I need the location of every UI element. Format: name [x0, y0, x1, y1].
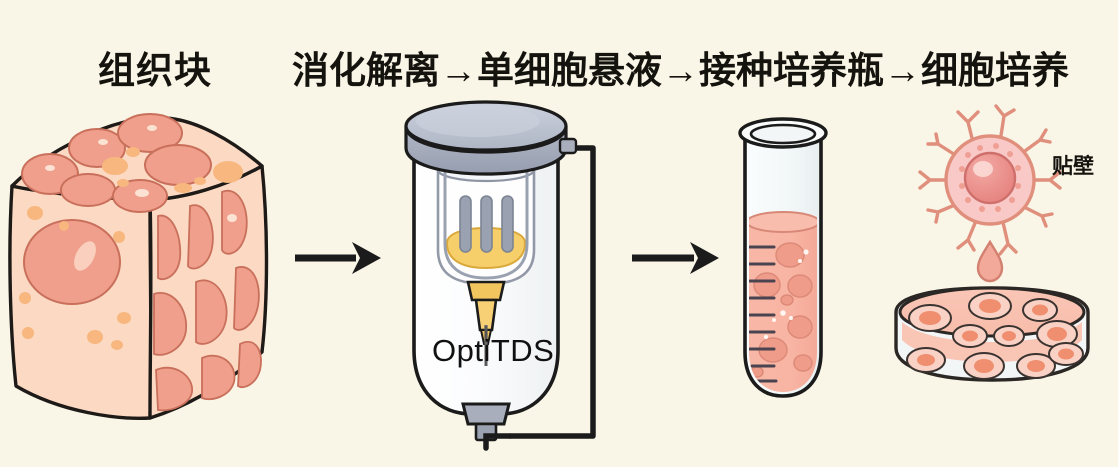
page-title-workflow: 消化解离→单细胞悬液→接种培养瓶→细胞培养 — [292, 50, 1069, 91]
arrow-tissue-to-device — [295, 242, 381, 274]
cell-suspension-tube-illustration — [738, 117, 828, 398]
adherent-label: 贴壁 — [1052, 155, 1094, 178]
dissociation-device-illustration — [404, 100, 596, 451]
page-title-tissue: 组织块 — [98, 50, 212, 91]
arrow-device-to-tube — [632, 242, 719, 274]
tissue-block-illustration — [8, 113, 269, 420]
petri-dish-illustration — [894, 286, 1090, 382]
droplet-icon — [976, 239, 1004, 283]
device-inlet-port — [558, 137, 578, 155]
header-row: 组织块 消化解离→单细胞悬液→接种培养瓶→细胞培养 — [0, 0, 1118, 108]
adherent-cell-illustration — [918, 104, 1062, 283]
tube-graduations — [749, 245, 778, 383]
device-brand-label: OptiTDS — [432, 333, 555, 368]
